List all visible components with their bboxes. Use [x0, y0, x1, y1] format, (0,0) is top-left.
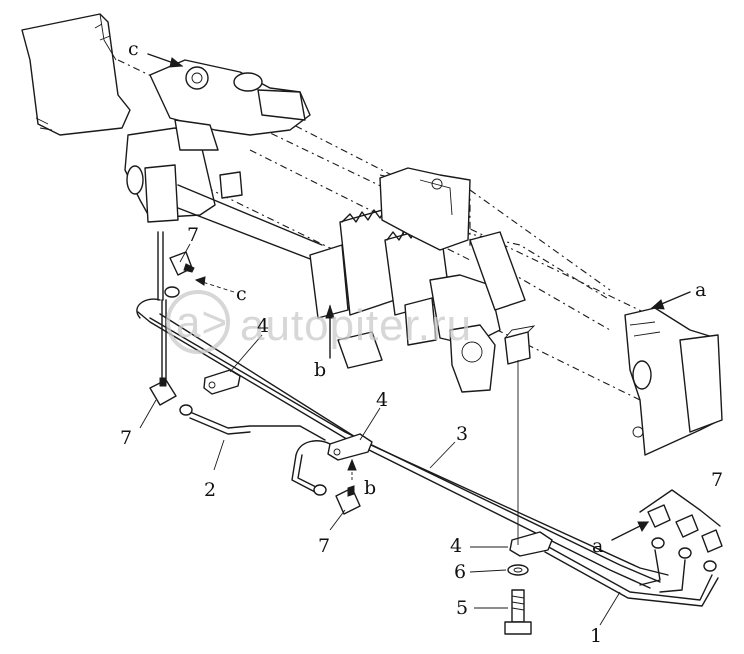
- bolt-5: [504, 589, 532, 635]
- leader-4-mid: [359, 407, 381, 441]
- label-b-low: b: [364, 477, 376, 499]
- pipe-1: [544, 544, 719, 607]
- watermark-text: autopiter.ru: [240, 301, 472, 350]
- label-part-1: 1: [590, 625, 602, 647]
- label-c-top: c: [128, 38, 139, 60]
- fitting-7-leader-bracket: [639, 489, 721, 527]
- fitting-7-right-2: [675, 514, 699, 559]
- pipe-3: [136, 298, 669, 589]
- watermark-circle-icon: [166, 290, 230, 354]
- label-part-4-mid: 4: [376, 389, 388, 411]
- fitting-7-left: [149, 377, 193, 416]
- label-part-7-bottom: 7: [318, 535, 330, 557]
- left-upright-bracket: [21, 13, 131, 136]
- right-upright-bracket: [624, 307, 723, 456]
- arrow-c-mid: [194, 276, 235, 293]
- label-part-7-top: 7: [187, 224, 199, 246]
- fitting-7-top: [164, 251, 195, 298]
- washer-6: [507, 564, 529, 576]
- leader-7-bottom: [329, 509, 346, 531]
- leader-3: [429, 441, 456, 469]
- arrow-c-top: [147, 53, 184, 68]
- label-part-7-right: 7: [711, 469, 723, 491]
- upper-hub-assembly: [124, 59, 323, 263]
- upper-center-bracket: [379, 167, 471, 251]
- watermark-glyph: a>: [176, 298, 228, 347]
- arrow-a-bottom: [611, 521, 649, 541]
- leader-2: [213, 439, 225, 471]
- leader-7-left: [139, 399, 157, 429]
- label-part-4-low: 4: [450, 535, 462, 557]
- arrow-b-mid: [325, 304, 335, 359]
- fitting-7-right-1: [647, 504, 671, 549]
- watermark: a> autopiter.ru: [166, 290, 472, 354]
- label-b-mid: b: [314, 359, 326, 381]
- pipe-2: [189, 411, 331, 493]
- label-part-3: 3: [456, 423, 468, 445]
- label-part-5: 5: [456, 597, 468, 619]
- clamp-4-top: [203, 369, 241, 395]
- support-block: [504, 325, 536, 365]
- label-part-7-left: 7: [120, 427, 132, 449]
- leader-1: [599, 591, 621, 626]
- label-a-right: a: [695, 279, 706, 301]
- label-a-bottom: a: [592, 535, 603, 557]
- arrow-b-low: [347, 458, 357, 480]
- clamp-4-low: [509, 531, 553, 557]
- vertical-hose: [157, 231, 167, 381]
- clamp-4-mid: [327, 433, 373, 461]
- leader-6: [469, 569, 507, 573]
- fitting-7-right-3: [701, 529, 723, 572]
- arrow-a-right: [650, 291, 691, 310]
- label-part-4-top: 4: [257, 315, 269, 337]
- leader-4-top: [229, 334, 263, 373]
- label-part-2: 2: [204, 479, 216, 501]
- label-c-mid: c: [236, 283, 247, 305]
- fitting-7-bottom: [313, 484, 361, 515]
- label-part-6: 6: [454, 561, 466, 583]
- leader-7-top: [179, 243, 191, 263]
